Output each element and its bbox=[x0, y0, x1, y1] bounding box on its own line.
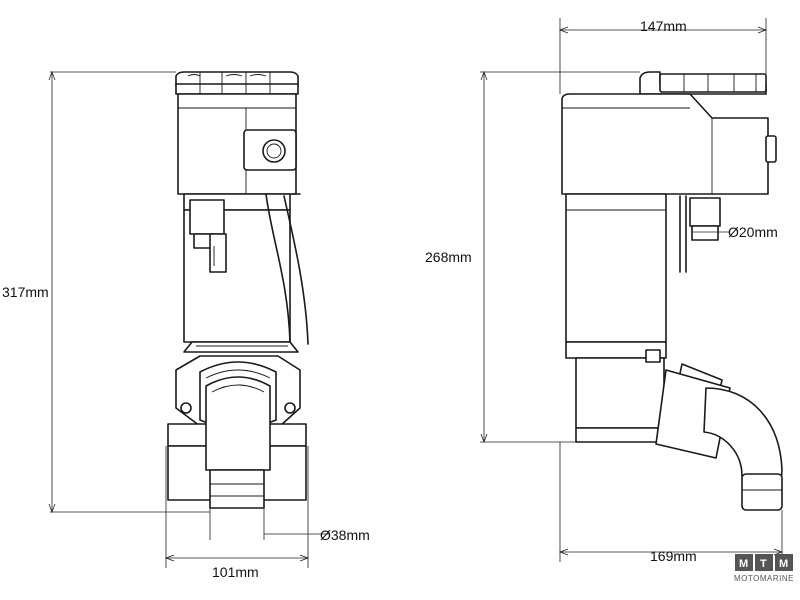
side-top-cap bbox=[639, 71, 767, 95]
overall-height-label: 317mm bbox=[2, 284, 49, 300]
side-dimension-lines bbox=[480, 18, 784, 562]
side-angled-outlet bbox=[655, 363, 783, 511]
front-switch-knob bbox=[262, 139, 286, 163]
front-pump-body bbox=[183, 193, 309, 345]
front-base-flange bbox=[167, 341, 307, 509]
top-width-label: 147mm bbox=[640, 18, 687, 34]
logo-subtitle: MOTOMARINE bbox=[734, 574, 794, 583]
logo-letter-box bbox=[755, 554, 773, 571]
outlet-diameter-label: Ø38mm bbox=[320, 527, 370, 543]
outlet-length-label: 169mm bbox=[650, 548, 697, 564]
side-motor-housing bbox=[561, 93, 777, 195]
side-lower-body bbox=[565, 341, 667, 443]
logo-letter-t: T bbox=[760, 558, 767, 570]
logo-letter-box bbox=[735, 554, 753, 571]
front-motor-housing bbox=[177, 93, 297, 195]
inlet-diameter-label: Ø20mm bbox=[728, 224, 778, 240]
front-view-pump bbox=[167, 71, 309, 509]
logo-letter-m1: M bbox=[739, 558, 748, 570]
motomarine-logo: M T M MOTOMARINE bbox=[734, 554, 794, 583]
front-top-cap bbox=[175, 71, 299, 95]
logo-letter-m2: M bbox=[779, 558, 788, 570]
side-view-pump bbox=[561, 71, 783, 511]
side-pump-body bbox=[565, 193, 721, 343]
body-height-label: 268mm bbox=[425, 249, 472, 265]
front-dimension-lines bbox=[48, 70, 330, 568]
logo-letter-box bbox=[775, 554, 793, 571]
base-width-label: 101mm bbox=[212, 564, 259, 580]
